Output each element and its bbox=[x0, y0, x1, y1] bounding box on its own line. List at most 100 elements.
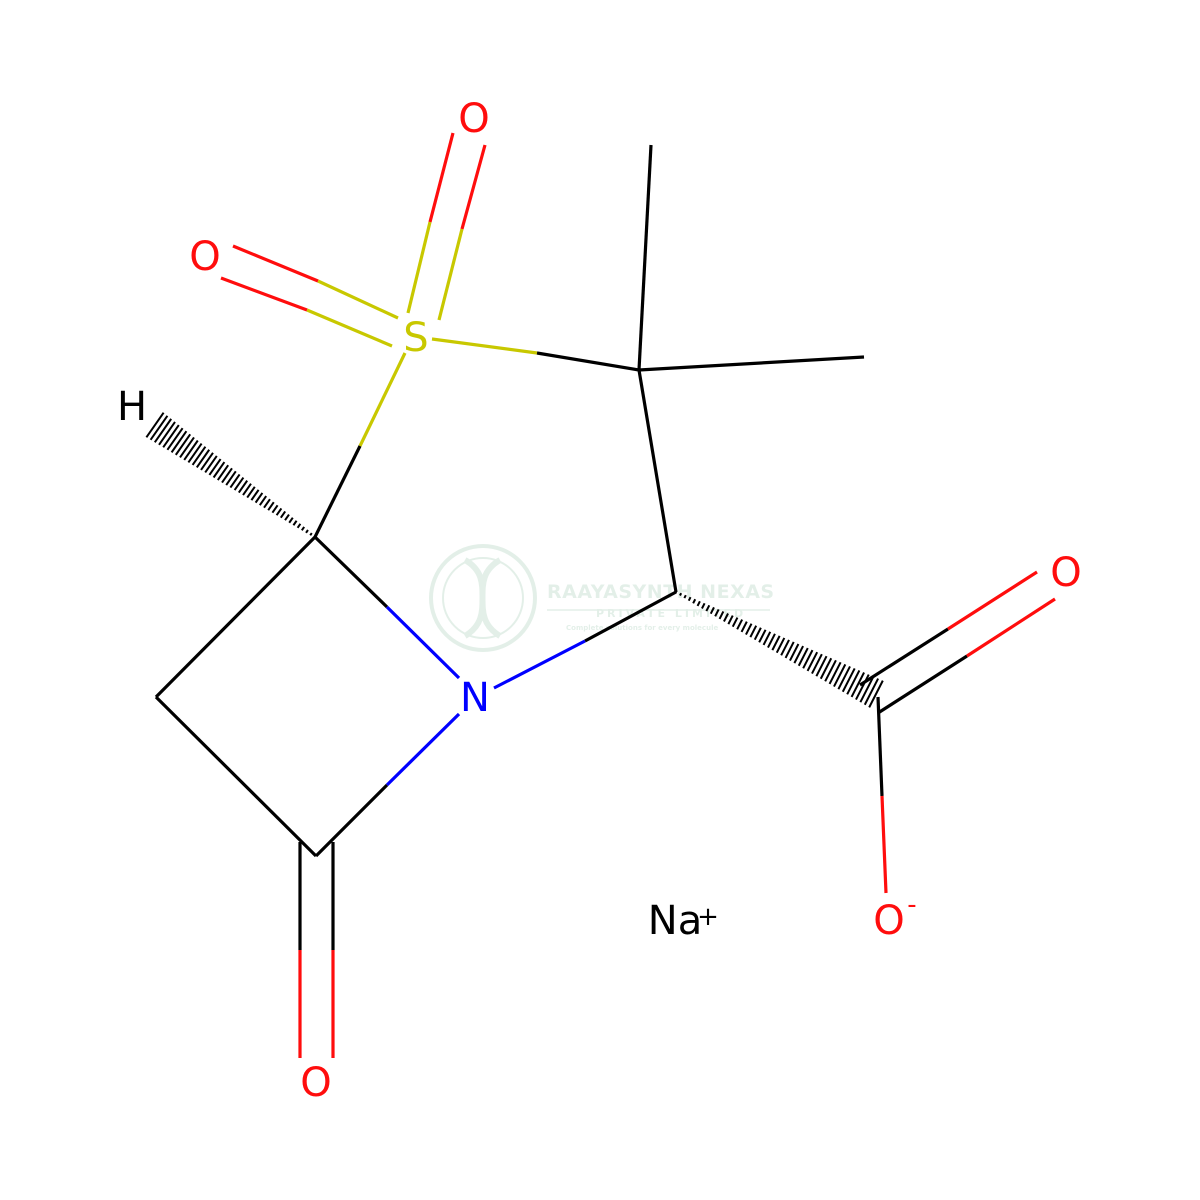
wedge-hash-line bbox=[740, 621, 748, 633]
atom-sulfur: S bbox=[403, 315, 428, 361]
wedge-hash-line bbox=[837, 665, 851, 690]
wedge-hash-line bbox=[753, 627, 762, 641]
bond-s-o-left bbox=[220, 244, 399, 348]
wedge-hash-line bbox=[258, 495, 268, 506]
wedge-hash-line bbox=[723, 613, 729, 622]
wedge-hash-line bbox=[701, 602, 706, 609]
bond-carboxyl-c-o bbox=[859, 570, 1056, 715]
bond-s-cbridge bbox=[313, 352, 407, 538]
wedge-hash-line bbox=[727, 615, 734, 625]
wedge-hash-line bbox=[250, 489, 260, 501]
bond-lactam-c-o bbox=[298, 842, 335, 1058]
wedge-hash-line bbox=[191, 446, 207, 466]
wedge-hash-line bbox=[233, 476, 245, 491]
wedge-hash-line bbox=[204, 455, 218, 474]
bond-methyl-right bbox=[638, 355, 865, 372]
atom-o-sulfonyl-top: O bbox=[458, 96, 489, 142]
wedge-hash-line bbox=[824, 659, 837, 682]
wedge-hash-line bbox=[309, 532, 313, 536]
wedge-hash-line bbox=[296, 523, 302, 529]
wedge-hash-line bbox=[714, 608, 720, 617]
atom-o-carboxylate: O bbox=[873, 898, 904, 944]
wedge-hash-line bbox=[221, 467, 233, 484]
wedge-hash-line bbox=[855, 674, 870, 701]
wedge-hash-line bbox=[846, 670, 861, 695]
wedge-hash-line bbox=[815, 655, 828, 677]
watermark-subtitle: PRIVATE LIMITED bbox=[596, 607, 746, 620]
wedge-hash-line bbox=[758, 629, 767, 643]
wedge-hash-line bbox=[745, 623, 753, 635]
watermark-tagline: Complete solutions for every molecule bbox=[566, 624, 718, 632]
wedge-hash-line bbox=[771, 635, 781, 651]
wedge-hash-line bbox=[868, 680, 884, 708]
wedge-hash-line bbox=[216, 464, 230, 481]
bonds bbox=[154, 132, 1056, 1058]
wedge-hash-line bbox=[833, 663, 847, 688]
wedge-hash-line bbox=[187, 443, 203, 463]
wedge-hash-line bbox=[762, 631, 772, 646]
watermark-logo-icon bbox=[429, 544, 537, 652]
wedge-hash-line bbox=[237, 480, 249, 494]
wedge-hash-line bbox=[696, 600, 701, 607]
wedge-hash-line bbox=[149, 415, 169, 441]
wedge-hash-line bbox=[705, 604, 711, 612]
wedge-hash-line bbox=[683, 594, 687, 599]
wedge-hash-line bbox=[158, 421, 176, 446]
wedge-hash-line bbox=[859, 676, 875, 703]
wedge-hash-line bbox=[718, 611, 725, 620]
atom-nitrogen: N bbox=[460, 675, 490, 721]
wedge-hash-line bbox=[736, 619, 744, 630]
wedge-hash-line bbox=[246, 486, 256, 499]
wedge-hash-line bbox=[767, 633, 776, 648]
atom-sodium: Na bbox=[648, 898, 702, 944]
wedge-hash-line bbox=[195, 449, 211, 469]
wedge-hash-line bbox=[811, 653, 823, 674]
wedge-hash-line bbox=[749, 625, 758, 638]
wedge-hash-line bbox=[284, 514, 290, 521]
wedge-hash-line bbox=[863, 678, 880, 706]
bond-cquat-calpha bbox=[637, 369, 678, 593]
wedge-hash-line bbox=[793, 645, 804, 664]
watermark-title: RAAYASYNTH NEXAS bbox=[547, 581, 775, 603]
hashed-wedge-carboxyl bbox=[674, 590, 884, 708]
atom-o-carboxylate-charge: - bbox=[907, 890, 916, 920]
wedge-hash-line bbox=[162, 424, 180, 448]
hashed-wedge-h bbox=[145, 412, 317, 539]
wedge-hash-line bbox=[850, 672, 865, 698]
wedge-hash-line bbox=[780, 639, 790, 656]
wedge-hash-line bbox=[212, 461, 226, 479]
wedge-hash-line bbox=[775, 637, 786, 654]
wedge-hash-line bbox=[692, 598, 697, 604]
wedge-hash-line bbox=[313, 535, 317, 539]
wedge-hash-line bbox=[271, 504, 279, 514]
wedge-hash-line bbox=[179, 436, 195, 458]
atom-o-lactam: O bbox=[300, 1060, 331, 1106]
wedge-hash-line bbox=[263, 498, 271, 509]
wedge-hash-line bbox=[819, 657, 833, 680]
wedge-hash-line bbox=[789, 643, 800, 661]
wedge-hash-line bbox=[802, 649, 814, 669]
wedge-hash-line bbox=[166, 427, 184, 451]
bond-s-cquat bbox=[431, 337, 640, 372]
wedge-hash-line bbox=[828, 661, 842, 685]
wedge-hash-line bbox=[674, 590, 678, 594]
wedge-hash-line bbox=[305, 529, 309, 534]
bond-cbridge-n bbox=[313, 535, 461, 680]
atom-sodium-charge: + bbox=[697, 902, 719, 932]
wedge-hash-line bbox=[267, 501, 275, 511]
atom-o-carbonyl-right: O bbox=[1050, 550, 1081, 596]
atom-hydrogen: H bbox=[117, 384, 147, 430]
wedge-hash-line bbox=[301, 526, 305, 531]
wedge-hash-line bbox=[229, 473, 241, 489]
bond-n-clactam bbox=[314, 712, 461, 858]
watermark: RAAYASYNTH NEXAS PRIVATE LIMITED Complet… bbox=[429, 544, 775, 652]
atom-labels: O O S H N O O - O Na + bbox=[117, 96, 1082, 1106]
wedge-hash-line bbox=[275, 507, 283, 516]
atom-o-sulfonyl-left: O bbox=[189, 234, 220, 280]
wedge-hash-line bbox=[145, 412, 165, 438]
wedge-hash-line bbox=[254, 492, 264, 504]
bond-methyl-up bbox=[637, 144, 653, 371]
wedge-hash-line bbox=[292, 520, 298, 526]
wedge-hash-line bbox=[731, 617, 739, 628]
bond-calpha-n bbox=[493, 590, 677, 690]
